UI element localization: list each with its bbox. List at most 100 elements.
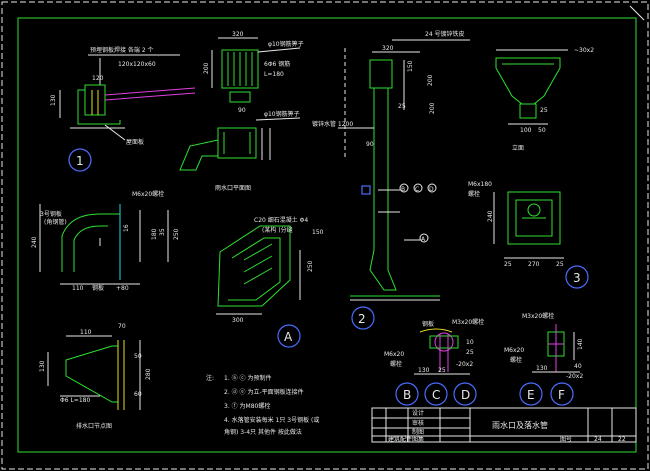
hanger-dim-180: 180 bbox=[151, 228, 158, 240]
ef-label-bolt: M3x20螺栓 bbox=[522, 312, 554, 320]
bracket-dim-280: 280 bbox=[145, 368, 152, 380]
bcd-circle-d-label: D bbox=[461, 388, 470, 402]
tb-title: 雨水口及落水管 bbox=[492, 420, 548, 430]
pipe-dim-200: 200 bbox=[427, 74, 434, 86]
bcd-circle-b bbox=[395, 382, 419, 406]
grate-caption: 雨水口平面图 bbox=[215, 184, 251, 192]
pipe-dim-200b: 200 bbox=[429, 102, 436, 114]
detailA-circle-label: A bbox=[284, 330, 293, 344]
detail-funnel: ~30x2 25 100 50 立面 bbox=[495, 47, 594, 152]
pipe-dim-150: 150 bbox=[407, 60, 414, 72]
notes-line-2: 2. ⓓ ⓔ 为立-平面钢板连接件 bbox=[224, 388, 304, 396]
detail-BCD: 钢板 M3x20螺栓 10 25 M6x20 螺栓 130 25 -20x2 B… bbox=[384, 318, 484, 406]
tb-row-3: 制图 bbox=[412, 428, 424, 436]
bcd-dim-130: 130 bbox=[418, 367, 430, 374]
notes: 注: 1. ⓑ ⓒ 为预制件 2. ⓓ ⓔ 为立-平面钢板连接件 3. ⓕ 为M… bbox=[206, 374, 319, 436]
bcd-label-side2: 螺栓 bbox=[390, 360, 402, 368]
notes-line-4: 4. 水落管安装每米 1只 3号钢板 (或 bbox=[224, 416, 319, 424]
detail3-note2: 螺栓 bbox=[468, 190, 480, 198]
tb-page: 24 bbox=[594, 436, 602, 443]
hanger-sub: (角钢管) bbox=[44, 218, 67, 226]
ef-circle-f bbox=[550, 382, 574, 406]
bracket-dim-110: 110 bbox=[80, 329, 92, 336]
ef-circle-e-label: E bbox=[527, 388, 535, 402]
hanger-dim-80: +80 bbox=[116, 285, 129, 292]
ef-label-side2: 螺栓 bbox=[510, 356, 522, 364]
pipe-circle-label: 2 bbox=[358, 312, 366, 326]
ef-dim-20: -20x2 bbox=[566, 373, 583, 380]
ef-circle-e bbox=[519, 382, 543, 406]
bracket-dim-70: 70 bbox=[118, 323, 126, 330]
hanger-dim-35: 35 bbox=[159, 228, 166, 236]
pipe-mark-d: D bbox=[429, 186, 434, 193]
bcd-label-top: 钢板 bbox=[422, 320, 434, 328]
pipe-dim-25: 25 bbox=[398, 103, 406, 110]
tb-bottom-left: 建筑配件图集 bbox=[388, 435, 424, 443]
detail3-dim-25b: 25 bbox=[556, 261, 564, 268]
funnel-note: ~30x2 bbox=[574, 47, 594, 54]
pipe-mark-b: B bbox=[401, 186, 405, 193]
detail3-note: M6x180 bbox=[468, 181, 492, 188]
bcd-circle-c-label: C bbox=[432, 388, 440, 402]
corner-mark bbox=[629, 5, 645, 21]
detailA-callout: C20 细石混凝土 Φ4 bbox=[254, 216, 308, 224]
hanger-mid: 钢板 bbox=[92, 284, 104, 292]
bracket-note-L: Φ6 L=180 bbox=[60, 397, 90, 404]
bracket-dim-130: 130 bbox=[39, 360, 46, 372]
grate-dim-200: 200 bbox=[203, 62, 210, 74]
bcd-dim-25: 25 bbox=[466, 349, 474, 356]
pipe-dim-90: 90 bbox=[366, 141, 374, 148]
hanger-bolt: M6x20螺栓 bbox=[132, 190, 164, 198]
tb-row-1: 设计 bbox=[412, 409, 424, 417]
detail1-dim-120: 120 bbox=[92, 75, 104, 82]
hanger-dim-110: 110 bbox=[72, 285, 84, 292]
pipe-label-1200: 镀锌水管 1200 bbox=[312, 120, 353, 128]
bcd-dim-10: 10 bbox=[466, 339, 474, 346]
funnel-dim-25: 25 bbox=[540, 107, 548, 114]
detail3-circle-label: 3 bbox=[573, 271, 581, 285]
pipe-mark-c: C bbox=[415, 186, 419, 193]
tb-row-2: 审核 bbox=[412, 419, 424, 427]
detailA-dim-300: 300 bbox=[232, 317, 244, 324]
bracket-dim-50: 50 bbox=[134, 353, 142, 360]
detail-A: C20 细石混凝土 Φ4 (某构 )分缝 150 250 300 A bbox=[216, 216, 324, 348]
notes-line-1: 1. ⓑ ⓒ 为预制件 bbox=[224, 374, 271, 382]
detail-1: 预埋钢板焊接 各端 2 个 120x120x60 130 120 屋面板 1 bbox=[50, 46, 196, 172]
detail3-dim-240: 240 bbox=[487, 210, 494, 222]
bracket-caption: 排水口节点图 bbox=[76, 422, 112, 430]
detail3-dim-25a: 25 bbox=[504, 261, 512, 268]
bracket-dim-60: 60 bbox=[134, 391, 142, 398]
funnel-dim-100: 100 bbox=[520, 127, 532, 134]
ef-circle-f-label: F bbox=[558, 388, 565, 402]
ef-label-side: M6x20 bbox=[504, 347, 524, 354]
grate-dim-320: 320 bbox=[232, 31, 244, 38]
hanger-tag: 3号钢板 bbox=[40, 210, 62, 218]
detailA-callout2: (某构 )分缝 bbox=[262, 226, 293, 234]
downpipe-elevation: 24 号镀锌铁皮 320 150 200 200 25 镀锌水管 1200 90… bbox=[312, 30, 470, 330]
detail3-dim-270: 270 bbox=[528, 261, 540, 268]
detail-EF: M3x20螺栓 140 40 M6x20 螺栓 130 -20x2 E F bbox=[504, 312, 584, 406]
bcd-dim-25b: 25 bbox=[438, 367, 446, 374]
hanger-dim-16: 16 bbox=[123, 224, 130, 232]
bcd-circle-d bbox=[453, 382, 477, 406]
notes-heading: 注: bbox=[206, 374, 214, 382]
grate-dim-90: 90 bbox=[238, 107, 246, 114]
pipe-top-note: 24 号镀锌铁皮 bbox=[425, 30, 465, 38]
grate-note4: φ10钢筋箅子 bbox=[264, 110, 300, 118]
ef-dim-130: 130 bbox=[536, 365, 548, 372]
bcd-label-bolt: M3x20螺栓 bbox=[452, 318, 484, 326]
grate-note2: 6Φ6 钢筋 bbox=[264, 60, 290, 68]
detailA-dim-250: 250 bbox=[307, 260, 314, 272]
ef-dim-40: 40 bbox=[574, 363, 582, 370]
detail-grate: 320 200 φ10钢筋箅子 6Φ6 钢筋 L=180 90 φ10钢筋箅子 … bbox=[179, 31, 304, 192]
funnel-dim-50: 50 bbox=[538, 127, 546, 134]
detail1-dim-130: 130 bbox=[50, 94, 57, 106]
bcd-circle-b-label: B bbox=[403, 388, 411, 402]
detailA-dim-150: 150 bbox=[312, 229, 324, 236]
detail-bracket: 110 70 130 280 50 60 Φ6 L=180 排水口节点图 bbox=[39, 323, 152, 430]
pipe-mark-a: A bbox=[421, 236, 426, 243]
detail1-label: 屋面板 bbox=[126, 138, 144, 146]
bcd-label-side: M6x20 bbox=[384, 351, 404, 358]
